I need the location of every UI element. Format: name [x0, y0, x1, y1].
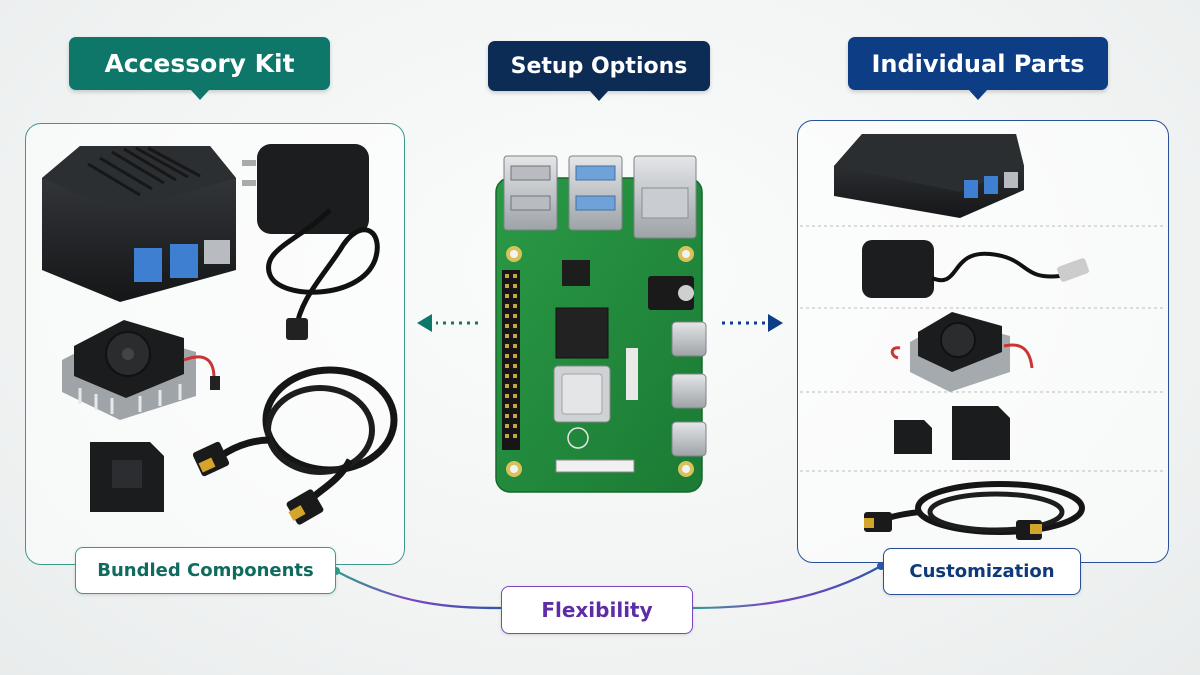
individual-parts-header: Individual Parts — [848, 37, 1108, 100]
bundled-components-label: Bundled Components — [75, 547, 336, 594]
kit-sd-card-icon — [90, 442, 164, 512]
arrow-right-icon — [722, 314, 783, 332]
raspberry-pi-board-icon — [495, 155, 707, 493]
parts-power-adapter-icon — [862, 240, 1089, 298]
parts-sd-card-icon — [894, 406, 1010, 460]
kit-fan-heatsink-icon — [62, 320, 220, 420]
connector-curve-left — [335, 570, 502, 610]
flexibility-label: Flexibility — [501, 586, 693, 634]
setup-options-header: Setup Options — [488, 41, 710, 101]
customization-label: Customization — [883, 548, 1081, 595]
kit-power-adapter-icon — [242, 144, 380, 340]
parts-hdmi-cable-icon — [864, 481, 1085, 540]
kit-case-icon — [42, 146, 236, 302]
parts-case-icon — [834, 134, 1024, 218]
accessory-kit-header: Accessory Kit — [69, 37, 330, 100]
connector-curve-right — [690, 565, 882, 610]
parts-fan-heatsink-icon — [890, 312, 1034, 392]
arrow-left-icon — [417, 314, 478, 332]
kit-hdmi-cable-icon — [192, 366, 398, 525]
